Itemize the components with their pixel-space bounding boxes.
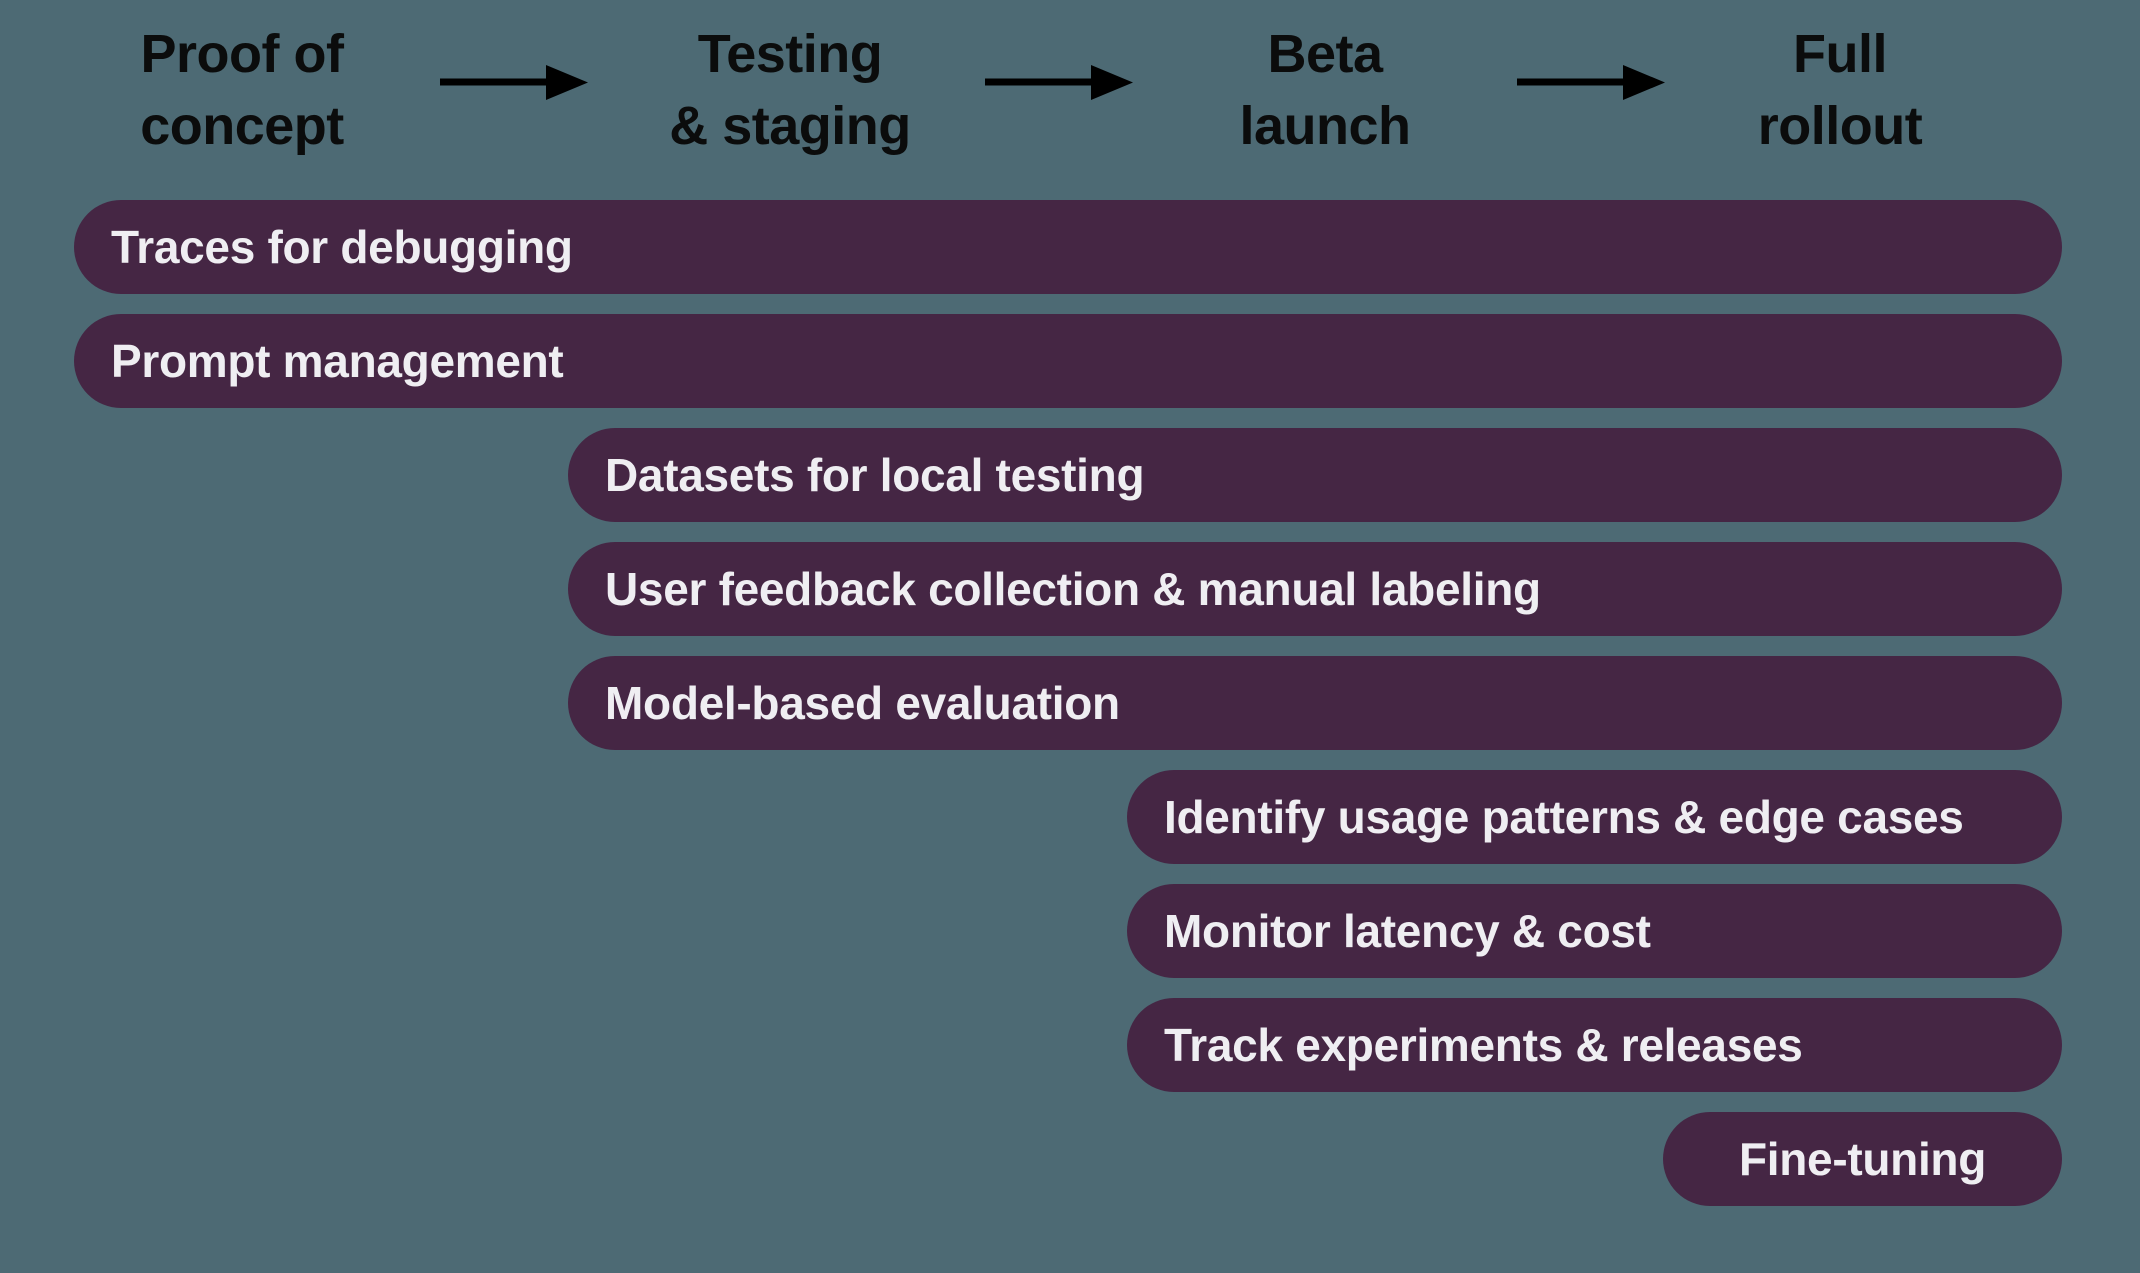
capability-bar-label: Prompt management	[111, 335, 564, 387]
capability-bar-label: Monitor latency & cost	[1164, 905, 1651, 957]
capability-bar-label: User feedback collection & manual labeli…	[605, 563, 1541, 615]
capability-bar-prompt-management[interactable]: Prompt management	[74, 314, 2062, 408]
arrow-stage-3-to-4-icon	[1515, 62, 1667, 102]
capability-bar-track-experiments-and-releases[interactable]: Track experiments & releases	[1127, 998, 2062, 1092]
capability-bar-label: Track experiments & releases	[1164, 1019, 1803, 1071]
stage-label-beta-launch: Beta launch	[1239, 24, 1411, 156]
capability-bar-label: Model-based evaluation	[605, 677, 1120, 729]
stage-header-row: Proof of concept Testing & staging Beta …	[0, 0, 2140, 165]
capability-bar-monitor-latency-and-cost[interactable]: Monitor latency & cost	[1127, 884, 2062, 978]
capability-bar-user-feedback-collection[interactable]: User feedback collection & manual labeli…	[568, 542, 2062, 636]
capability-bar-label: Identify usage patterns & edge cases	[1164, 791, 1964, 843]
capability-bar-label: Fine-tuning	[1738, 1133, 1987, 1185]
capability-bar-label: Datasets for local testing	[605, 449, 1145, 501]
arrow-stage-2-to-3-icon	[983, 62, 1135, 102]
stage-label-full-rollout: Full rollout	[1757, 24, 1923, 156]
stage-label-proof-of-concept: Proof of concept	[140, 24, 344, 156]
arrow-stage-1-to-2-icon	[438, 62, 590, 102]
capability-bar-fine-tuning[interactable]: Fine-tuning	[1663, 1112, 2062, 1206]
capability-bar-traces-for-debugging[interactable]: Traces for debugging	[74, 200, 2062, 294]
capability-bar-datasets-for-local-testing[interactable]: Datasets for local testing	[568, 428, 2062, 522]
capability-bar-label: Traces for debugging	[111, 221, 573, 273]
capability-bar-identify-usage-patterns[interactable]: Identify usage patterns & edge cases	[1127, 770, 2062, 864]
capability-bar-model-based-evaluation[interactable]: Model-based evaluation	[568, 656, 2062, 750]
stage-label-testing-and-staging: Testing & staging	[669, 24, 911, 156]
